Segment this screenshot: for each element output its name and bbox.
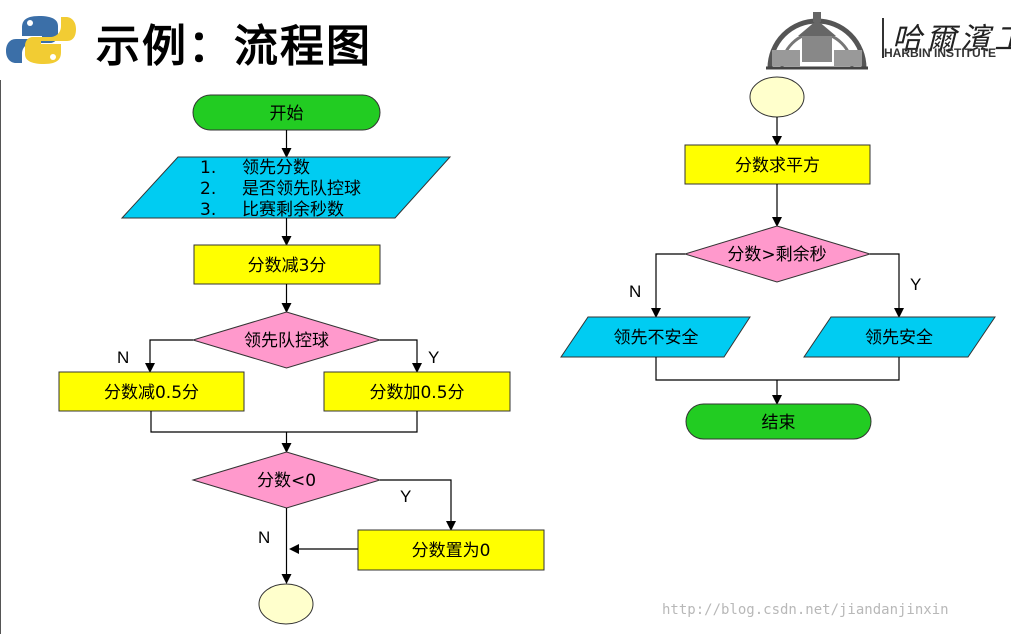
hit-logo-english: HARBIN INSTITUTE xyxy=(884,46,996,60)
title-bar: 示例：流程图 哈爾濱工 HARBIN INSTITUTE xyxy=(0,0,1011,80)
python-logo-icon xyxy=(6,16,76,64)
branch-compare-no xyxy=(651,253,685,318)
label-compare-yes: Y xyxy=(910,275,921,294)
end-terminal xyxy=(685,403,872,440)
label-negative-no: N xyxy=(258,528,270,547)
process-square-label: 分数求平方 xyxy=(735,156,820,176)
input-item-2-text: 是否领先队控球 xyxy=(242,179,361,199)
hit-logo-text xyxy=(882,14,1011,64)
input-item-2-number: 2. xyxy=(200,179,216,199)
decision-compare-label: 分数>剩余秒 xyxy=(727,245,826,265)
start-label: 开始 xyxy=(270,104,304,124)
input-item-1-number: 1. xyxy=(200,158,216,178)
merge-line-right xyxy=(655,357,900,381)
branch-compare-yes xyxy=(870,253,904,318)
connector-bottom xyxy=(258,583,314,625)
watermark-url: http://blog.csdn.net/jiandanjinxin xyxy=(662,602,949,618)
decision-possession-label: 领先队控球 xyxy=(244,331,329,351)
right-flowchart: 分数求平方 分数>剩余秒 N Y 领先不安全 领先安全 结束 xyxy=(560,76,996,440)
label-negative-yes: Y xyxy=(400,487,411,506)
decision-compare xyxy=(683,225,872,283)
slide-left-border xyxy=(0,80,1,634)
decision-negative-label: 分数<0 xyxy=(257,471,316,491)
connector-top xyxy=(749,76,805,118)
end-label: 结束 xyxy=(762,413,796,433)
process-minus3 xyxy=(193,244,381,285)
process-minus3-label: 分数减3分 xyxy=(248,256,327,276)
label-possession-yes: Y xyxy=(428,348,439,367)
decision-possession xyxy=(191,311,382,369)
input-item-1-text: 领先分数 xyxy=(242,158,310,178)
process-plus-half xyxy=(323,371,511,412)
hit-seal-icon xyxy=(766,12,868,70)
output-unsafe-label: 领先不安全 xyxy=(614,328,699,348)
branch-possession-no xyxy=(145,339,193,373)
left-flowchart: 开始 1. 领先分数 2. 是否领先队控球 3. 比赛剩余秒数 分数减3分 领先… xyxy=(58,94,545,625)
label-compare-no: N xyxy=(629,282,641,301)
branch-possession-yes xyxy=(380,339,422,373)
input-item-3-number: 3. xyxy=(200,200,216,220)
merge-line xyxy=(150,411,418,433)
input-parallelogram xyxy=(120,156,452,219)
process-set-zero xyxy=(357,529,545,571)
process-plus-half-label: 分数加0.5分 xyxy=(369,383,464,403)
process-set-zero-label: 分数置为0 xyxy=(412,541,491,561)
process-square xyxy=(684,144,871,185)
output-safe xyxy=(803,316,996,358)
label-possession-no: N xyxy=(117,348,129,367)
process-minus-half xyxy=(58,371,245,412)
branch-negative-yes xyxy=(380,479,456,531)
output-safe-label: 领先安全 xyxy=(865,328,933,348)
slide-title: 示例：流程图 xyxy=(96,21,372,72)
output-unsafe xyxy=(560,316,751,358)
process-minus-half-label: 分数减0.5分 xyxy=(104,383,199,403)
input-item-3-text: 比赛剩余秒数 xyxy=(242,199,344,220)
hit-logo-calligraphy: 哈爾濱工 xyxy=(892,22,1011,57)
